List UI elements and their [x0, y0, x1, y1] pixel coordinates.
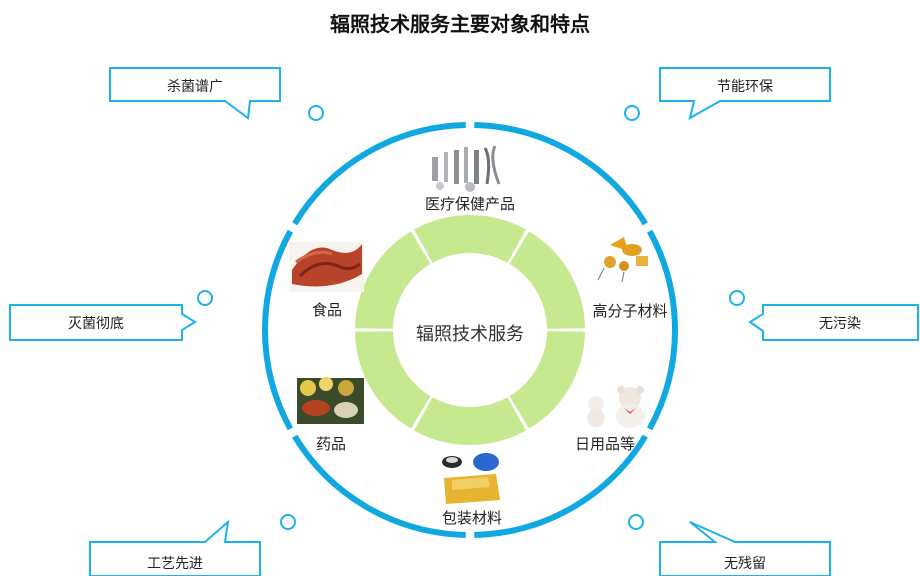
outer-ring-segment	[292, 122, 466, 226]
object-label-food: 食品	[311, 301, 343, 319]
page-title: 辐照技术服务主要对象和特点	[330, 12, 590, 36]
connector-dot	[624, 105, 640, 121]
object-label-medicine: 药品	[315, 435, 347, 453]
inner-ring-segment	[508, 330, 585, 429]
outer-ring-segment	[647, 229, 678, 431]
outer-ring-segment	[292, 434, 466, 538]
inner-ring-segment	[355, 231, 432, 330]
callout-no-residue	[659, 521, 831, 576]
feature-label-broad-spectrum: 杀菌谱广	[167, 79, 223, 95]
feature-label-thorough: 灭菌彻底	[68, 316, 124, 332]
polymer-materials-icon	[597, 237, 648, 283]
teddy-bear-icon	[587, 386, 644, 428]
feature-label-no-pollution: 无污染	[819, 316, 861, 332]
outer-ring	[262, 122, 678, 538]
inner-ring	[355, 215, 585, 445]
connector-dot	[628, 514, 644, 530]
connector-dot	[729, 290, 745, 306]
inner-ring-segment	[355, 330, 432, 429]
callout-sterilization-spectrum	[109, 67, 281, 120]
herbal-medicine-icon	[297, 377, 364, 424]
callout-advanced-process	[89, 519, 261, 576]
food-icon	[289, 242, 364, 292]
callout-no-pollution	[748, 304, 919, 341]
inner-ring-segment	[508, 231, 585, 330]
outer-ring-segment	[262, 229, 293, 431]
connector-dot	[308, 105, 324, 121]
object-label-medical: 医疗保健产品	[424, 195, 516, 213]
object-label-polymer: 高分子材料	[592, 302, 668, 320]
feature-label-no-residue: 无残留	[724, 556, 766, 572]
outer-ring-segment	[474, 122, 648, 226]
callout-thorough-sterilization	[9, 304, 197, 341]
feature-label-energy-saving: 节能环保	[717, 79, 773, 95]
connector-dot	[197, 290, 213, 306]
medical-instruments-icon	[432, 145, 501, 192]
object-label-daily-goods: 日用品等	[574, 435, 636, 453]
connector-dot	[280, 514, 296, 530]
object-label-packaging: 包装材料	[441, 509, 503, 527]
inner-ring-segment	[414, 396, 526, 445]
packaging-icon	[442, 453, 500, 504]
inner-ring-segment	[414, 215, 526, 264]
center-label: 辐照技术服务	[416, 324, 524, 345]
callout-energy-saving	[659, 67, 831, 120]
outer-ring-segment	[474, 434, 648, 538]
feature-label-advanced: 工艺先进	[147, 556, 203, 572]
